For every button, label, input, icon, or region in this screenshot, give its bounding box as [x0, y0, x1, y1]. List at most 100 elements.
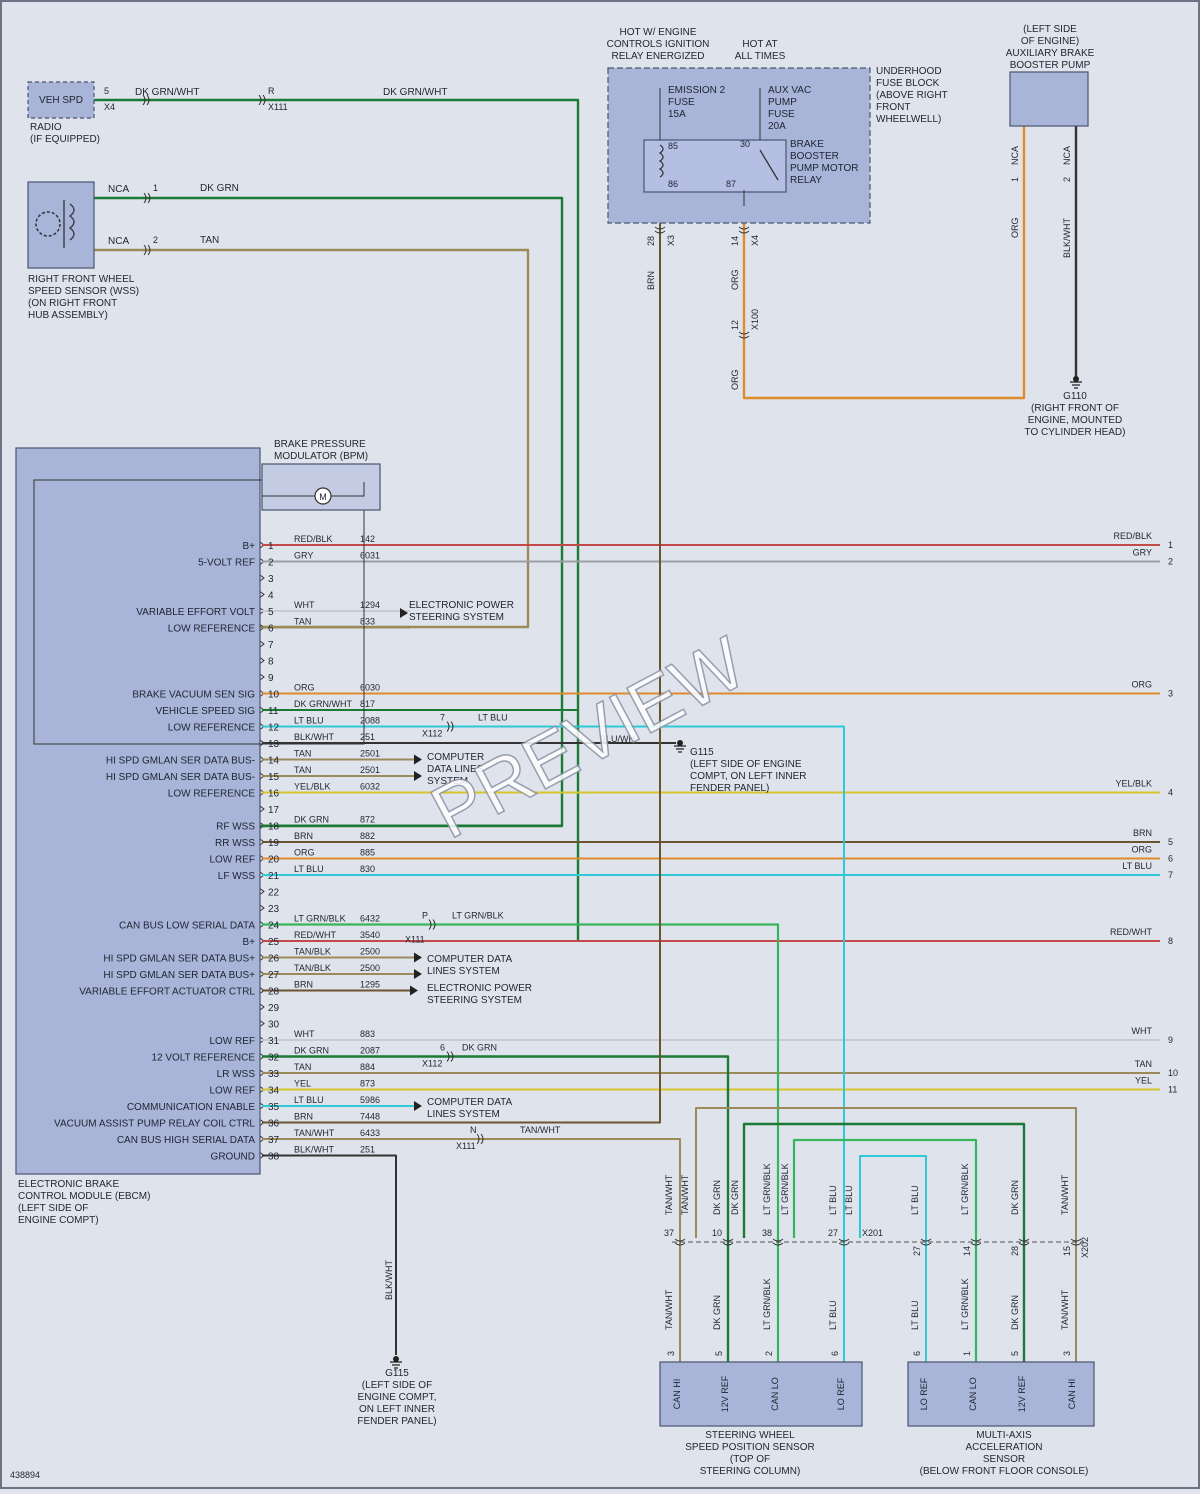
wire-radio — [94, 98, 580, 942]
pin-number: 34 — [268, 1086, 280, 1097]
swps-pin: 2 — [764, 1351, 774, 1356]
pin-function: HI SPD GMLAN SER DATA BUS+ — [103, 954, 255, 965]
pin-function: VACUUM ASSIST PUMP RELAY COIL CTRL — [54, 1119, 255, 1130]
connector-symbol — [674, 1238, 686, 1246]
pin-function: LF WSS — [218, 871, 256, 882]
swps-label: SPEED POSITION SENSOR — [685, 1442, 814, 1453]
pin-number: 27 — [268, 970, 280, 981]
pin-number: 7 — [268, 640, 274, 651]
pin-circuit: 2501 — [360, 749, 380, 759]
g115-label: FENDER PANEL) — [690, 783, 769, 794]
wss-box — [27, 181, 95, 269]
wire-label: ORG — [1010, 217, 1020, 238]
pin-function: CAN BUS LOW SERIAL DATA — [119, 921, 255, 932]
swps-pin: 5 — [714, 1351, 724, 1356]
wss-label: (ON RIGHT FRONT — [28, 298, 117, 309]
ebcm-box — [15, 447, 261, 1175]
wire-label: TAN/WHT — [680, 1174, 690, 1215]
pin-wire-color: GRY — [294, 551, 313, 561]
pin-circuit: 884 — [360, 1062, 375, 1072]
maas-label: MULTI-AXIS — [976, 1430, 1032, 1441]
connector-symbol — [476, 1133, 484, 1145]
swps-pin: 6 — [830, 1351, 840, 1356]
connector-symbol — [772, 1238, 784, 1246]
pin-wire-color: BRN — [294, 831, 313, 841]
right-edge-color: TAN — [1135, 1059, 1152, 1069]
pin-number: 21 — [268, 871, 280, 882]
wire-label: LT BLU — [828, 1300, 838, 1330]
fuse-block-label: (ABOVE RIGHT — [876, 90, 948, 101]
components — [15, 67, 1095, 1427]
wire-label: TAN/WHT — [1060, 1174, 1070, 1215]
ground-dot — [1073, 376, 1079, 382]
pin-circuit: 1295 — [360, 980, 380, 990]
pin-function: LOW REFERENCE — [168, 624, 256, 635]
pin-wire-color: LT BLU — [294, 716, 324, 726]
pin-tick — [259, 904, 265, 912]
pin-number: 2 — [1062, 177, 1072, 182]
ground-dot — [677, 740, 683, 746]
pin-circuit: 1294 — [360, 600, 380, 610]
connector-symbol — [446, 1051, 454, 1062]
pin-wire-color: BRN — [294, 1112, 313, 1122]
pin-circuit: 6032 — [360, 782, 380, 792]
right-edge-number: 2 — [1168, 557, 1173, 567]
relay-coil-icon — [658, 144, 664, 178]
destination-label: DATA LINES — [427, 764, 484, 775]
arrow-icon — [414, 771, 422, 781]
relay-label: RELAY — [790, 175, 822, 186]
radio-label: (IF EQUIPPED) — [30, 134, 100, 145]
pump-label: BOOSTER PUMP — [1010, 60, 1091, 71]
pin-wire-color: DK GRN — [294, 1046, 329, 1056]
right-edge-number: 8 — [1168, 936, 1173, 946]
right-edge-number: 4 — [1168, 788, 1173, 798]
pin-wire-color: RED/WHT — [294, 930, 336, 940]
pin-number: 6 — [268, 624, 274, 635]
wire-12v-branch — [742, 1122, 1026, 1362]
radio-label: RADIO — [30, 122, 62, 133]
pin-wire-color: BRN — [294, 980, 313, 990]
wire-label: LT BLU — [844, 1185, 854, 1215]
connector-symbol — [143, 244, 151, 256]
x202-pin: 15 — [1062, 1246, 1072, 1256]
arrow-icon — [410, 985, 418, 996]
x202-pin: 27 — [912, 1246, 922, 1256]
x201-pin: 27 — [828, 1228, 838, 1238]
pin-function: COMMUNICATION ENABLE — [127, 1102, 255, 1113]
fuse2-label: PUMP — [768, 97, 797, 108]
connector-label: X3 — [666, 235, 676, 246]
g115-label: FENDER PANEL) — [357, 1416, 436, 1427]
pin-circuit: 6031 — [360, 551, 380, 561]
right-edge-color: YEL/BLK — [1115, 779, 1152, 789]
ebcm-label: ENGINE COMPT) — [18, 1215, 99, 1226]
connector-pin: 7 — [440, 713, 445, 723]
pin-wire-color: RED/BLK — [294, 534, 333, 544]
wire-label: NCA — [108, 236, 129, 247]
bpm-label: BRAKE PRESSURE — [274, 439, 366, 450]
wire-label: LT GRN/BLK — [452, 911, 504, 921]
wire-label: DK GRN — [1010, 1180, 1020, 1215]
pin-tick — [259, 591, 265, 598]
pin-circuit: 251 — [360, 1145, 375, 1155]
maas-label: (BELOW FRONT FLOOR CONSOLE) — [920, 1466, 1089, 1477]
pin-number: 15 — [268, 772, 280, 783]
pin-number: 37 — [268, 1135, 280, 1146]
pin-function: LOW REF — [209, 1086, 255, 1097]
pin-function: VARIABLE EFFORT ACTUATOR CTRL — [79, 987, 255, 998]
right-edge-color: ORG — [1131, 680, 1152, 690]
pin-wire-color: TAN — [294, 1062, 311, 1072]
right-edge-number: 6 — [1168, 854, 1173, 864]
maas-pin: 1 — [962, 1351, 972, 1356]
pin-number: 10 — [268, 690, 280, 701]
maas-label: SENSOR — [983, 1454, 1025, 1465]
pin-circuit: 2500 — [360, 947, 380, 957]
ebcm-label: ELECTRONIC BRAKE — [18, 1179, 119, 1190]
pin-circuit: 3540 — [360, 930, 380, 940]
wire-label: DK GRN — [712, 1180, 722, 1215]
connector-label: X111 — [268, 102, 288, 112]
maas-pin: 5 — [1010, 1351, 1020, 1356]
pin-wire-color: LT BLU — [294, 1095, 324, 1105]
pin-function: 5-VOLT REF — [198, 558, 255, 569]
wire-label: NCA — [108, 184, 129, 195]
pin-number: 36 — [268, 1119, 280, 1130]
